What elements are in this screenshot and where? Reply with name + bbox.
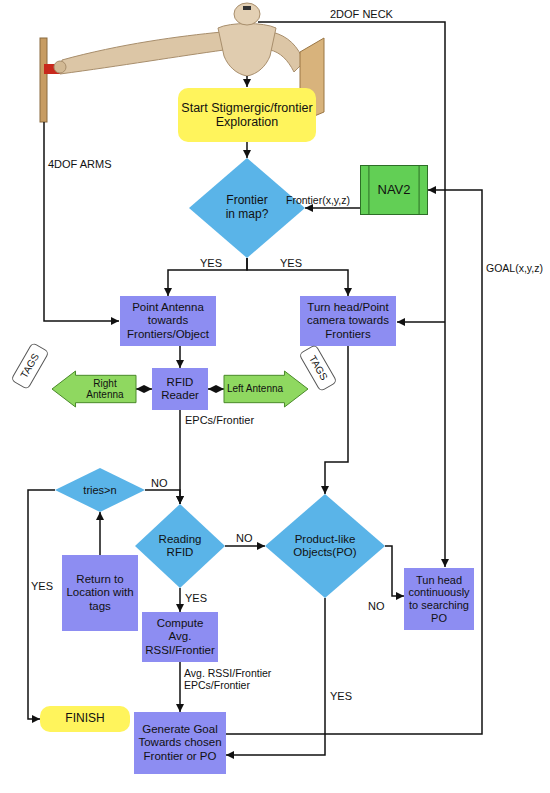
flow-arrow	[385, 546, 404, 596]
flow-arrow	[226, 190, 482, 734]
node-text: Left Antenna	[227, 383, 283, 395]
edge-label: Frontier(x,y,z)	[286, 194, 350, 206]
decision-diamond-shape	[265, 494, 385, 598]
decision-diamond-shape	[189, 158, 305, 258]
decision-diamond: tries>n	[55, 468, 145, 512]
subroutine-bar	[368, 166, 369, 214]
flow-arrow	[208, 388, 224, 390]
edge-label: NO	[368, 600, 385, 612]
node-text: Return to Location with tags	[65, 573, 135, 613]
flow-arrow	[136, 388, 152, 390]
node-text: RFID Reader	[155, 376, 205, 402]
wire-label: 2DOF NECK	[330, 8, 393, 20]
node-text: tries>n	[70, 484, 130, 497]
edge-label: GOAL(x,y,z)	[486, 262, 543, 274]
process-box: Tun head continuously to searching PO	[404, 568, 474, 630]
flow-arrow	[179, 588, 181, 612]
antenna-arrow-shape	[224, 371, 308, 407]
decision-diamond-shape	[135, 504, 225, 588]
connectors	[28, 142, 482, 755]
robot-left-arm	[60, 32, 224, 74]
robot-head	[234, 3, 260, 25]
antenna-arrow-shape	[52, 371, 136, 407]
flow-arrow	[28, 490, 55, 719]
flow-arrow	[305, 207, 360, 209]
edge-label: YES	[31, 580, 53, 592]
process-box: Generate Goal Towards chosen Frontier or…	[134, 712, 226, 774]
antenna-arrow: Left Antenna	[224, 371, 308, 407]
node-text: Point Antenna towards Frontiers/Object	[123, 301, 213, 341]
process-box: Compute Avg. RSSI/Frontier	[142, 612, 218, 662]
flow-arrow	[99, 512, 101, 555]
node-text: Start Stigmergic/frontier Exploration	[181, 101, 313, 130]
flow-arrow	[225, 545, 265, 547]
process-box: Return to Location with tags	[62, 555, 138, 631]
decision-diamond: Reading RFID	[135, 504, 225, 588]
node-text: Generate Goal Towards chosen Frontier or…	[137, 723, 223, 763]
flow-arrow	[168, 258, 247, 296]
process-box: RFID Reader	[152, 368, 208, 410]
subroutine-box: NAV2	[360, 165, 428, 215]
edge-label: YES	[330, 690, 352, 702]
robot-right-arm	[270, 32, 304, 72]
antenna-stick	[40, 38, 47, 122]
node-text: FINISH	[65, 712, 104, 726]
node-text: NAV2	[378, 183, 411, 198]
edge-label: YES	[200, 257, 222, 269]
process-box: Turn head/Point camera towards Frontiers	[300, 296, 396, 346]
decision-diamond-shape	[55, 468, 145, 512]
node-text: Frontier in map?	[221, 194, 273, 222]
robot-camera	[243, 6, 251, 10]
edge-label: NO	[151, 477, 168, 489]
node-text: Turn head/Point camera towards Frontiers	[303, 301, 393, 341]
start-terminal: Start Stigmergic/frontier Exploration	[178, 88, 316, 142]
edge-label: YES	[185, 592, 207, 604]
neck-wire-branch	[397, 321, 445, 323]
node-text: Right Antenna	[74, 378, 136, 401]
node-text: TAGS	[306, 354, 329, 383]
robot-start-arrow	[246, 76, 248, 87]
tag-label: TAGS	[10, 342, 49, 390]
flow-arrow	[247, 258, 348, 296]
decision-diamond: Frontier in map?	[189, 158, 305, 258]
end-terminal: FINISH	[40, 706, 130, 732]
arms-wire	[44, 122, 119, 321]
wire-label: 4DOF ARMS	[48, 158, 112, 170]
subroutine-bar	[419, 166, 420, 214]
tag-label: TAGS	[298, 344, 337, 392]
process-box: Point Antenna towards Frontiers/Object	[120, 296, 216, 346]
decision-diamond: Product-like Objects(PO)	[265, 494, 385, 598]
node-text: TAGS	[18, 352, 41, 381]
node-text: Product-like Objects(PO)	[289, 533, 361, 559]
edge-label: YES	[280, 257, 302, 269]
node-text: Compute Avg. RSSI/Frontier	[145, 617, 215, 657]
flow-arrow	[179, 346, 181, 368]
node-text: Tun head continuously to searching PO	[407, 574, 471, 625]
edge-label: NO	[236, 532, 253, 544]
edge-label: EPCs/Frontier	[185, 414, 254, 426]
flow-arrow	[145, 490, 180, 504]
flow-arrow	[179, 662, 181, 712]
flow-arrow	[246, 142, 248, 158]
antenna-arrow: Right Antenna	[52, 371, 136, 407]
robot-left-hand	[54, 61, 66, 73]
edge-label: Avg. RSSI/Frontier EPCs/Frontier	[184, 667, 289, 691]
node-text: Reading RFID	[152, 533, 208, 559]
robot-torso	[218, 24, 276, 77]
